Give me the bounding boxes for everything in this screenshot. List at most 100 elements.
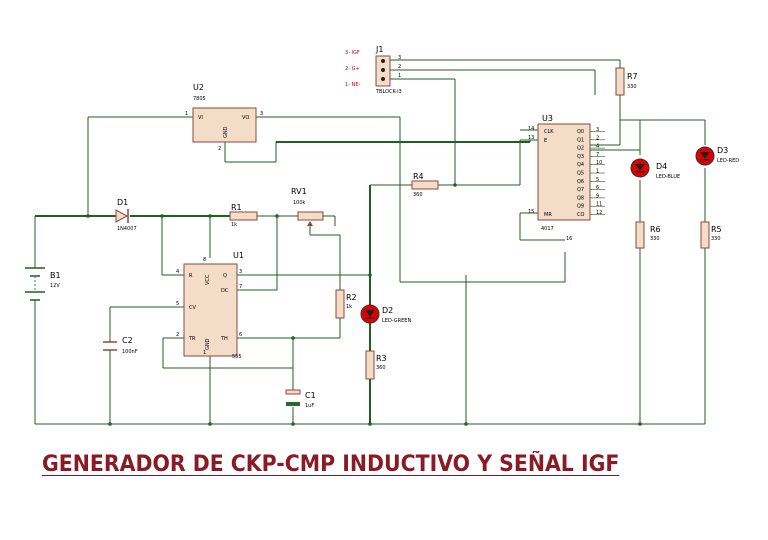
- rv1-potentiometer: RV1 100k: [291, 187, 324, 226]
- u3-pin-q7: Q7: [577, 187, 584, 193]
- u3-num-10: 10: [596, 160, 602, 166]
- r1-ref: R1: [231, 203, 242, 212]
- u3-pin-q9: Q9: [577, 204, 584, 210]
- u1-num-8: 8: [203, 257, 206, 263]
- c1-ref: C1: [305, 391, 316, 400]
- u3-num-14: 14: [528, 126, 534, 132]
- u1-pin-r: R: [189, 273, 193, 279]
- r2-ref: R2: [346, 293, 357, 302]
- r3-value: 360: [376, 365, 386, 371]
- r4-ref: R4: [413, 172, 424, 181]
- r6-resistor: R6 330: [635, 221, 661, 249]
- u3-pin-q5: Q5: [577, 171, 584, 177]
- r1-resistor: R1 1k: [229, 203, 258, 228]
- d4-led-blue: D4 LED-BLUE: [630, 158, 680, 180]
- d1-value: 1N4007: [117, 226, 137, 232]
- c2-ref: C2: [122, 336, 133, 345]
- u3-num-2: 2: [596, 135, 599, 141]
- u3-num-4: 4: [596, 144, 599, 150]
- j1-pin1: 1: [398, 73, 401, 79]
- u3-num-3: 3: [596, 127, 599, 133]
- u1-timer-555: U1 555 R VCC Q DC CV TR GND TH 4 8 3 7 5…: [176, 251, 244, 360]
- wires: [34, 59, 706, 425]
- u1-ref: U1: [233, 251, 244, 260]
- rv1-ref: RV1: [291, 187, 307, 196]
- u3-num-1: 1: [596, 169, 599, 175]
- u2-pin-gnd: GND: [223, 126, 229, 138]
- u1-pin-cv: CV: [189, 305, 196, 311]
- u3-num-16: 16: [566, 236, 572, 242]
- u3-num-13: 13: [528, 135, 534, 141]
- d1-diode: D1 1N4007: [115, 198, 137, 232]
- r3-ref: R3: [376, 354, 387, 363]
- u3-pin-e: E: [544, 138, 547, 144]
- j1-net-g: 2- G+: [345, 66, 360, 72]
- b1-battery: B1 12V: [25, 267, 61, 308]
- u1-num-3: 3: [239, 269, 242, 275]
- u1-num-7: 7: [239, 284, 242, 290]
- u3-value: 4017: [541, 226, 554, 232]
- u1-num-6: 6: [239, 332, 242, 338]
- j1-pin2: 2: [398, 64, 401, 70]
- u1-num-2: 2: [176, 332, 179, 338]
- r4-resistor: R4 360: [411, 172, 439, 198]
- b1-ref: B1: [50, 271, 61, 280]
- u3-pin-q2: Q2: [577, 146, 584, 152]
- c1-value: 1uF: [305, 403, 314, 409]
- r2-resistor: R2 1k: [335, 289, 357, 319]
- u3-pin-q1: Q1: [577, 137, 584, 143]
- u1-pin-dc: DC: [221, 288, 229, 294]
- junction-dots: [86, 183, 642, 426]
- j1-net-ne: 1- NE-: [345, 82, 360, 88]
- u3-pin-clk: CLK: [544, 129, 554, 135]
- r5-value: 330: [711, 236, 721, 242]
- d2-value: LED-GREEN: [382, 318, 411, 324]
- d2-led-green: D2 LED-GREEN: [360, 304, 411, 324]
- u2-value: 7805: [193, 96, 206, 102]
- c2-value: 100nF: [122, 349, 138, 355]
- u3-num-6: 6: [596, 185, 599, 191]
- c1-capacitor: C1 1uF: [285, 389, 316, 409]
- u1-pin-vcc: VCC: [205, 274, 211, 285]
- d1-ref: D1: [117, 198, 128, 207]
- u3-num-12: 12: [596, 210, 602, 216]
- u3-pin-q3: Q3: [577, 154, 584, 160]
- j1-value: TBLOCK-I3: [375, 89, 402, 95]
- u3-num-9: 9: [596, 193, 599, 199]
- u1-pin-gnd: GND: [205, 338, 211, 350]
- u1-num-5: 5: [176, 301, 179, 307]
- j1-terminal-block: J1 TBLOCK-I3 3- IGF 2- G+ 1- NE- 3 2 1: [345, 45, 402, 95]
- u3-pin-mr: MR: [544, 212, 552, 218]
- u3-pin-co: CO: [577, 212, 584, 218]
- d3-led-red: D3 LED-RED: [695, 146, 739, 166]
- u1-value: 555: [232, 354, 242, 360]
- r5-resistor: R5 330: [700, 221, 722, 249]
- rv1-value: 100k: [293, 200, 306, 206]
- u1-pin-th: TH: [220, 336, 228, 342]
- d4-ref: D4: [656, 162, 667, 171]
- u2-pin3: 3: [260, 111, 263, 117]
- schematic-title: GENERADOR DE CKP-CMP INDUCTIVO Y SEÑAL I…: [42, 452, 620, 477]
- r3-resistor: R3 360: [365, 350, 387, 380]
- u3-ref: U3: [542, 114, 553, 123]
- u3-pin-q8: Q8: [577, 195, 584, 201]
- j1-pin3: 3: [398, 55, 401, 61]
- u3-num-5: 5: [596, 177, 599, 183]
- d3-ref: D3: [717, 146, 728, 155]
- r1-value: 1k: [231, 222, 237, 228]
- j1-net-igf: 3- IGF: [345, 50, 360, 56]
- d4-value: LED-BLUE: [656, 174, 680, 180]
- r7-resistor: R7 330: [615, 67, 638, 96]
- r7-value: 330: [627, 84, 637, 90]
- u3-num-15: 15: [528, 209, 534, 215]
- b1-value: 12V: [50, 283, 60, 289]
- u2-ref: U2: [193, 83, 204, 92]
- u2-pin-vi: VI: [198, 115, 203, 121]
- u2-pin1: 1: [185, 111, 188, 117]
- u3-pin-q0: Q0: [577, 129, 584, 135]
- u3-num-11: 11: [596, 202, 602, 208]
- c2-capacitor: C2 100nF: [103, 336, 138, 355]
- r6-ref: R6: [650, 225, 661, 234]
